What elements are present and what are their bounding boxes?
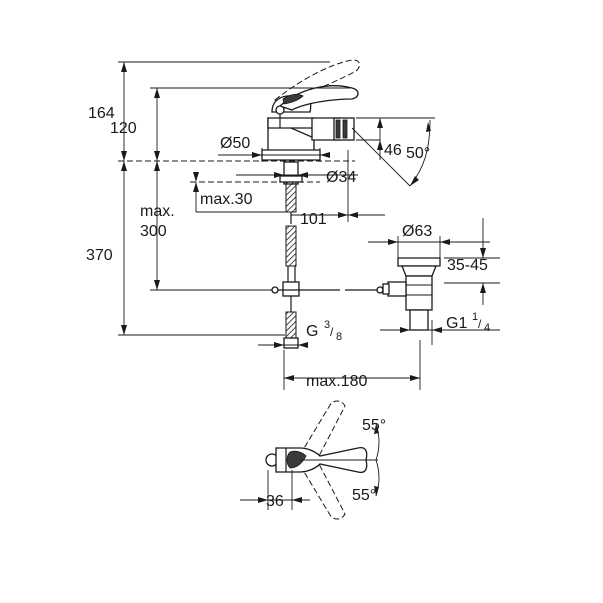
dim-diam-63: Ø63	[402, 223, 432, 240]
dimension-lines	[118, 61, 500, 390]
dim-max-300: 300	[140, 223, 167, 240]
dim-max-30: max.30	[200, 191, 253, 208]
lever-rotated-outline	[299, 400, 346, 459]
dim-angle-50: 50°	[406, 145, 430, 162]
dim-height-120: 120	[110, 120, 137, 137]
dim-diam-50: Ø50	[220, 135, 250, 152]
waste-thread-slash: /	[478, 317, 482, 331]
connection-thread-denominator: 8	[336, 331, 342, 343]
connection-thread-numerator: 3	[324, 319, 330, 331]
dim-height-370: 370	[86, 247, 113, 264]
dim-nozzle-46: 46	[384, 142, 402, 159]
dim-waste-thread: G1 1 / 4	[446, 311, 490, 334]
waste-thread-numerator: 1	[472, 311, 478, 323]
dim-reach-101: 101	[300, 211, 327, 228]
dim-angle-55-top: 55°	[362, 417, 386, 434]
waste-thread-main: G1	[446, 315, 467, 332]
flex-hose	[282, 225, 300, 349]
connection-thread-slash: /	[330, 325, 334, 339]
mixer-body	[261, 85, 359, 161]
fixing-stud	[279, 161, 303, 224]
waste-assembly	[382, 257, 441, 331]
plan-view: 55° 55° 36	[240, 400, 386, 520]
dim-diam-34: Ø34	[326, 169, 356, 186]
dim-plan-36: 36	[266, 493, 284, 510]
dim-max-label: max.	[140, 203, 175, 220]
dim-waste-range: 35-45	[447, 257, 488, 274]
dim-height-164: 164	[88, 105, 115, 122]
waste-thread-denominator: 4	[484, 322, 490, 334]
connection-thread-main: G	[306, 323, 318, 340]
dim-angle-55-bottom: 55°	[352, 487, 376, 504]
lever-raised-outline	[274, 59, 360, 105]
side-elevation: 164 120 Ø50 46 50° Ø34 max.30 101 max. 3…	[86, 59, 500, 390]
dim-connection-thread: G 3 / 8	[306, 319, 342, 343]
dim-max-180: max.180	[306, 373, 367, 390]
